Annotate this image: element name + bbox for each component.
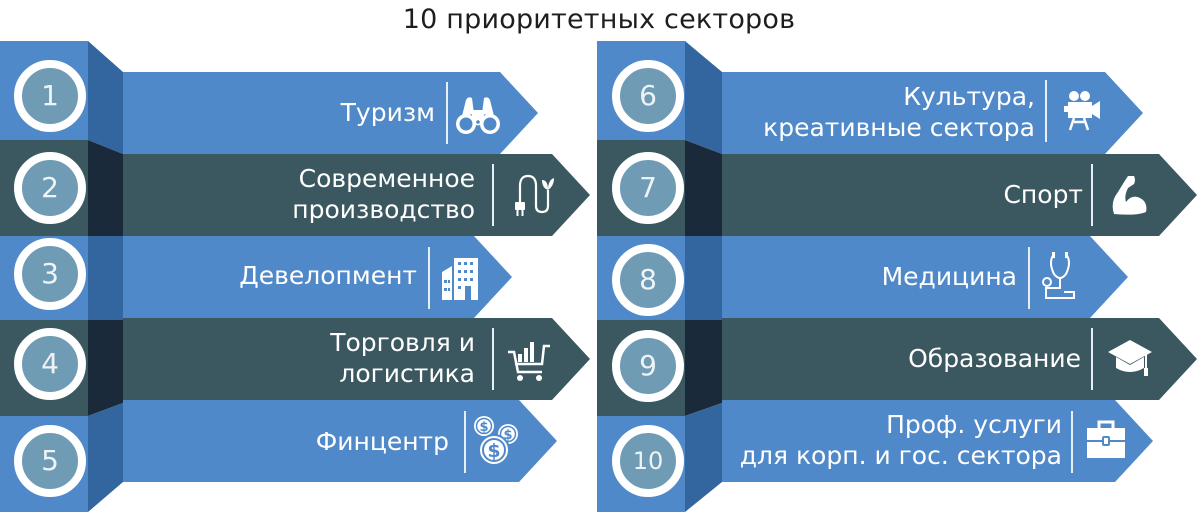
- dollar-coins-icon: $ $ $: [474, 416, 518, 466]
- divider-9: [1091, 328, 1093, 390]
- sector-label-6: Культура,креативные сектора: [763, 82, 1035, 142]
- sector-label-3: Девелопмент: [239, 261, 417, 290]
- divider-4: [492, 328, 494, 390]
- divider-3: [428, 247, 430, 309]
- sector-number-10: 10: [612, 425, 684, 497]
- band-4: [123, 318, 590, 400]
- band-6: [722, 72, 1143, 154]
- sector-number-7: 7: [612, 152, 684, 224]
- shopping-cart-chart-icon: [508, 342, 550, 381]
- svg-text:$: $: [479, 420, 488, 435]
- graduation-cap-icon: [1108, 340, 1152, 376]
- sector-number-6: 6: [612, 60, 684, 132]
- binoculars-icon: [456, 97, 500, 134]
- divider-1: [446, 82, 448, 144]
- band-7: [722, 154, 1197, 236]
- sector-label-8: Медицина: [881, 262, 1017, 291]
- band-10: [722, 400, 1153, 482]
- divider-2: [492, 164, 494, 226]
- sector-label-1: Туризм: [340, 98, 435, 127]
- svg-text:$: $: [503, 428, 512, 443]
- sector-number-8: 8: [612, 244, 684, 316]
- sector-number-5: 5: [14, 425, 86, 497]
- sector-number-1: 1: [14, 60, 86, 132]
- sector-label-5: Финцентр: [315, 427, 449, 456]
- divider-8: [1028, 247, 1030, 309]
- band-1: [123, 72, 538, 154]
- sector-number-9: 9: [612, 330, 684, 402]
- plug-leaf-icon: [515, 174, 554, 216]
- band-9: [722, 318, 1197, 400]
- page-title: 10 приоритетных секторов: [402, 4, 796, 35]
- svg-text:$: $: [487, 440, 500, 462]
- band-3: [123, 236, 512, 318]
- band-2: [123, 154, 590, 236]
- briefcase-icon: [1087, 420, 1125, 458]
- divider-10: [1071, 411, 1073, 473]
- stethoscope-icon: [1042, 252, 1075, 299]
- sector-label-9: Образование: [908, 344, 1081, 373]
- sector-number-4: 4: [14, 328, 86, 400]
- sector-number-3: 3: [14, 238, 86, 310]
- divider-7: [1091, 164, 1093, 226]
- movie-camera-icon: [1064, 91, 1100, 131]
- sector-label-7: Спорт: [1003, 180, 1083, 209]
- band-5: [123, 400, 557, 482]
- buildings-icon: [442, 258, 478, 300]
- sector-number-2: 2: [14, 152, 86, 224]
- flexed-bicep-icon: [1112, 176, 1147, 215]
- divider-5: [464, 411, 466, 473]
- band-8: [722, 236, 1128, 318]
- divider-6: [1045, 80, 1047, 142]
